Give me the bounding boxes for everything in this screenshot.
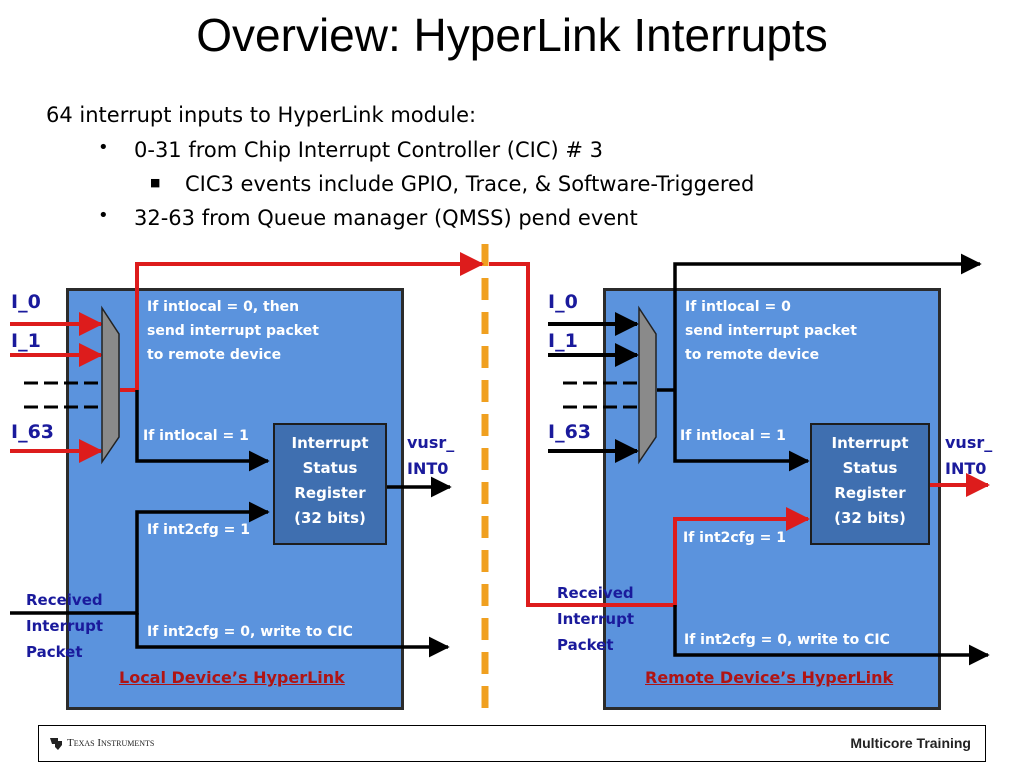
- local-device-caption: Local Device’s HyperLink: [119, 668, 345, 687]
- remote-device-caption: Remote Device’s HyperLink: [645, 668, 894, 687]
- isr-line: Status: [842, 459, 898, 477]
- remote-interrupt-status-register: Interrupt Status Register (32 bits): [810, 423, 930, 545]
- remote-intlocal1-condition: If intlocal = 1: [680, 428, 786, 444]
- local-intlocal1-condition: If intlocal = 1: [143, 428, 249, 444]
- bullet-cic3-events: CIC3 events include GPIO, Trace, & Softw…: [185, 172, 755, 196]
- local-vusr-int0-label: vusr_ INT0: [407, 433, 455, 478]
- remote-received-interrupt-packet: Received Interrupt Packet: [557, 584, 634, 654]
- remote-int2cfg0-condition: If int2cfg = 0, write to CIC: [684, 632, 890, 648]
- bullet-qmss: 32-63 from Queue manager (QMSS) pend eve…: [134, 206, 638, 230]
- isr-line: Register: [294, 484, 366, 502]
- ti-logo-text: Texas Instruments: [67, 737, 155, 749]
- isr-line: Interrupt: [831, 434, 909, 452]
- remote-remote-condition: If intlocal = 0 send interrupt packet to…: [685, 299, 857, 363]
- remote-int2cfg1-condition: If int2cfg = 1: [683, 530, 787, 546]
- local-int2cfg1-condition: If int2cfg = 1: [147, 522, 251, 538]
- local-i0-label: I_0: [11, 291, 41, 313]
- remote-received-red-path: [489, 262, 810, 607]
- bullet-cic: 0-31 from Chip Interrupt Controller (CIC…: [134, 138, 603, 162]
- local-received-interrupt-packet: Received Interrupt Packet: [26, 591, 103, 661]
- slide-title: Overview: HyperLink Interrupts: [196, 9, 828, 61]
- remote-i0-label: I_0: [548, 291, 578, 313]
- remote-mux-icon: [638, 305, 657, 465]
- isr-line: Status: [302, 459, 358, 477]
- local-interrupt-status-register: Interrupt Status Register (32 bits): [273, 423, 387, 545]
- bullet-dot-icon: •: [98, 137, 109, 158]
- ti-logo-icon: [50, 738, 62, 750]
- slide-footer: Texas Instruments Multicore Training: [38, 725, 986, 762]
- remote-i1-label: I_1: [548, 330, 578, 352]
- isr-line: (32 bits): [834, 509, 906, 527]
- multicore-training-label: Multicore Training: [850, 735, 971, 751]
- remote-i63-label: I_63: [548, 421, 592, 443]
- local-i1-label: I_1: [11, 330, 41, 352]
- bullet-dot-icon: •: [98, 205, 109, 226]
- isr-line: (32 bits): [294, 509, 366, 527]
- local-i63-label: I_63: [11, 421, 55, 443]
- intro-text: 64 interrupt inputs to HyperLink module:: [46, 103, 477, 127]
- local-int2cfg0-condition: If int2cfg = 0, write to CIC: [147, 624, 353, 640]
- local-remote-condition: If intlocal = 0, then send interrupt pac…: [147, 299, 319, 363]
- local-to-remote-red-path: [135, 252, 484, 390]
- isr-line: Register: [834, 484, 906, 502]
- isr-line: Interrupt: [291, 434, 369, 452]
- local-mux-icon: [101, 305, 120, 465]
- bullet-square-icon: ■: [150, 176, 161, 189]
- remote-vusr-int0-label: vusr_ INT0: [945, 433, 993, 478]
